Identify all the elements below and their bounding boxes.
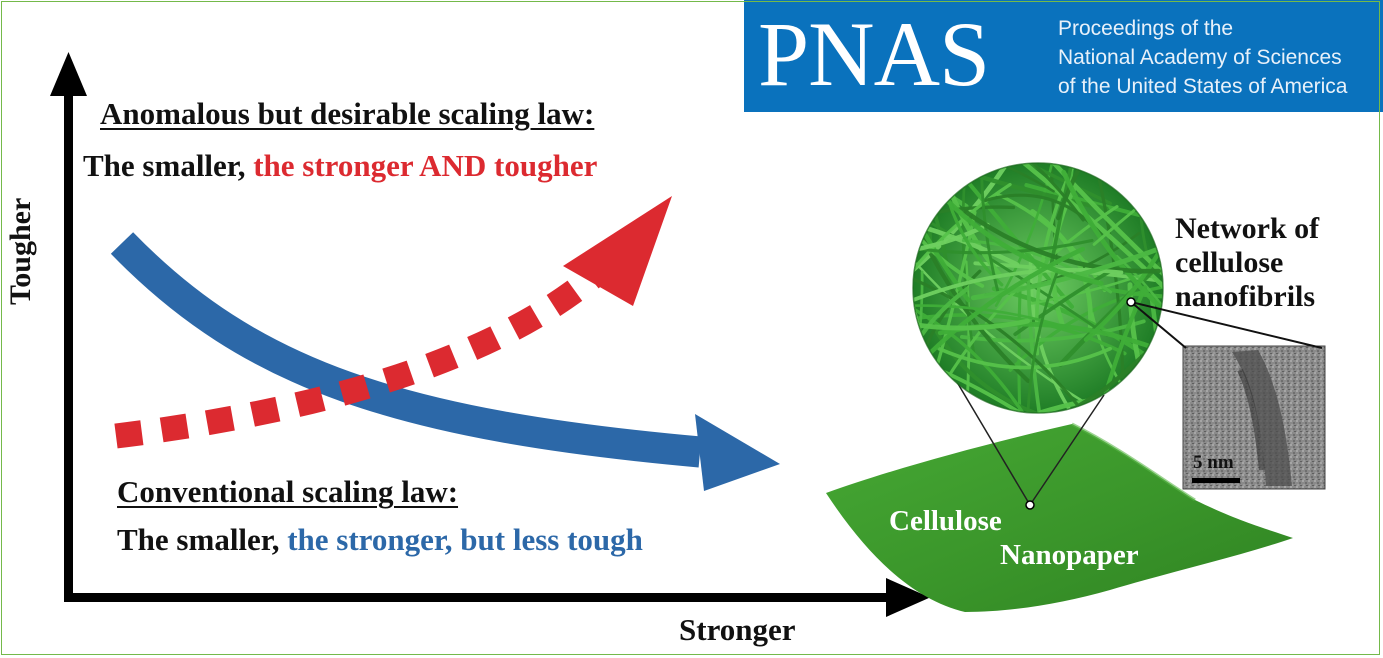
anomalous-line: The smaller, the stronger AND tougher — [83, 148, 597, 184]
anomalous-highlight: the stronger AND tougher — [253, 148, 598, 183]
fibril-strand — [913, 182, 1012, 368]
fibril-strand — [1061, 169, 1163, 321]
fibril-strand — [982, 163, 1085, 222]
fibril-strand — [980, 163, 1001, 298]
pnas-line-1: Proceedings of the — [1058, 17, 1234, 40]
fibril-strand — [913, 304, 1069, 329]
anomalous-prefix: The smaller, — [83, 148, 246, 183]
conventional-highlight: the stronger, but less tough — [287, 522, 643, 557]
fibril-strand — [994, 163, 1065, 307]
nanopaper-label-line-1: Cellulose — [889, 505, 1002, 537]
fibril-strand — [1097, 285, 1163, 300]
scale-bar — [1192, 478, 1240, 483]
fibril-strand — [1017, 281, 1025, 413]
pnas-line-3: of the United States of America — [1058, 75, 1348, 98]
fibril-strand — [1030, 207, 1163, 305]
fibril-strand — [913, 180, 971, 303]
x-axis-label: Stronger — [679, 612, 796, 647]
fibril-strand — [913, 313, 1127, 356]
fibril-strand — [1026, 278, 1059, 413]
scale-bar-label: 5 nm — [1193, 452, 1234, 473]
fibril-strand — [1115, 254, 1163, 373]
conventional-line: The smaller, the stronger, but less toug… — [117, 522, 643, 558]
nanopaper-label-line-2: Nanopaper — [1000, 539, 1139, 571]
fibril-strand — [913, 163, 1055, 193]
pnas-logo: PNAS — [758, 3, 990, 105]
network-label-line-3: nanofibrils — [1175, 280, 1316, 313]
fibril-strand — [1092, 163, 1163, 246]
fibril-network-circle — [912, 162, 1164, 414]
fibril-strand — [913, 163, 969, 209]
fibril-strand — [913, 246, 1086, 413]
anomalous-heading: Anomalous but desirable scaling law: — [100, 96, 595, 131]
inset-leader-top — [1130, 301, 1187, 349]
fibril-strand — [915, 262, 1104, 413]
nanopaper-sheet — [826, 422, 1293, 612]
network-label-line-1: Network of — [1175, 212, 1320, 245]
fibril-strand — [913, 210, 977, 413]
fibril-strand — [1149, 297, 1163, 413]
zoom-line-right — [1029, 394, 1105, 506]
fibril-strand — [960, 319, 1146, 343]
inset-leader-bottom — [1130, 301, 1323, 349]
y-axis-label: Tougher — [4, 197, 37, 305]
nanopaper-point-marker — [1025, 500, 1035, 510]
pnas-description: Proceedings of the National Academy of S… — [1058, 14, 1348, 101]
fibril-strand — [1001, 163, 1163, 327]
desirable-trend-arrow — [114, 196, 672, 449]
network-label-line-2: cellulose — [1175, 246, 1284, 279]
pnas-banner: PNAS Proceedings of the National Academy… — [744, 0, 1383, 112]
fibril-strand — [913, 203, 1020, 267]
pnas-line-2: National Academy of Sciences — [1058, 46, 1342, 69]
conventional-prefix: The smaller, — [117, 522, 280, 557]
fibril-strand — [1056, 163, 1131, 221]
network-point-marker — [1126, 297, 1136, 307]
fibril-strand — [913, 317, 1030, 331]
y-axis — [50, 52, 87, 602]
fibril-strand — [913, 205, 1016, 268]
fibril-strand — [937, 346, 1112, 370]
fibril-strand — [1008, 279, 1163, 372]
x-axis — [64, 578, 930, 617]
fibril-strand — [913, 222, 990, 257]
fibril-strand — [1025, 271, 1059, 413]
fibril-strand — [1049, 163, 1087, 266]
network-label: Network of cellulose nanofibrils — [1175, 212, 1319, 314]
fibril-strand — [963, 209, 1161, 274]
tem-micrograph-inset — [1182, 345, 1326, 490]
conventional-heading: Conventional scaling law: — [117, 474, 459, 509]
